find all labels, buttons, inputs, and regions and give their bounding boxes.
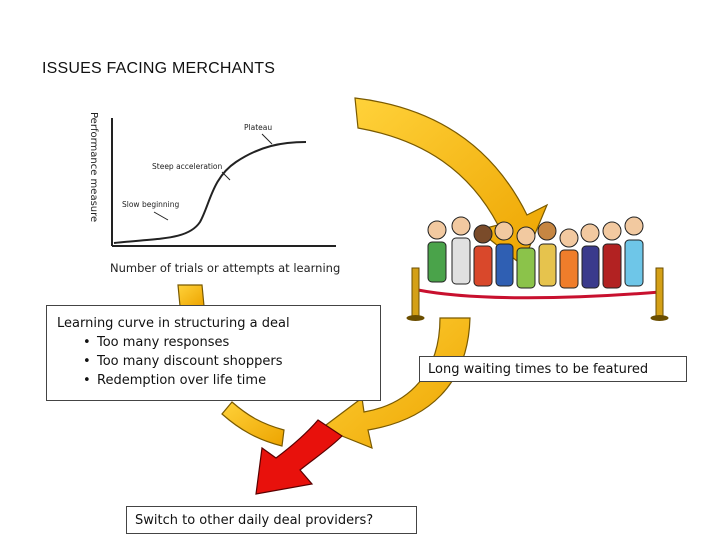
plateau-pointer <box>261 133 273 145</box>
steep-acceleration-label: Steep acceleration <box>152 162 223 171</box>
learning-curve-box: Learning curve in structuring a deal Too… <box>46 305 381 401</box>
y-axis-label: Performance measure <box>88 112 99 222</box>
switch-arrow <box>255 419 343 495</box>
switch-providers-box: Switch to other daily deal providers? <box>126 506 417 534</box>
learning-curve-line <box>113 141 307 244</box>
plateau-label: Plateau <box>244 123 272 132</box>
bullet-too-many-responses: Too many responses <box>83 333 370 352</box>
learning-box-heading: Learning curve in structuring a deal <box>57 316 290 331</box>
learning-curve-chart: Plateau Steep acceleration Slow beginnin… <box>88 112 340 275</box>
waiting-times-box: Long waiting times to be featured <box>419 356 687 382</box>
steep-pointer <box>221 171 231 181</box>
people-waiting-in-line-icon <box>406 216 669 321</box>
cycle-arrow-left <box>177 284 285 447</box>
slow-beginning-label: Slow beginning <box>122 200 180 209</box>
x-axis-label: Number of trials or attempts at learning <box>110 261 340 275</box>
learning-box-bullets: Too many responses Too many discount sho… <box>57 333 370 390</box>
bullet-redemption-over-life-time: Redemption over life time <box>83 371 370 390</box>
slow-pointer <box>153 211 169 221</box>
slide-title: ISSUES FACING MERCHANTS <box>42 60 276 77</box>
bullet-too-many-discount-shoppers: Too many discount shoppers <box>83 352 370 371</box>
